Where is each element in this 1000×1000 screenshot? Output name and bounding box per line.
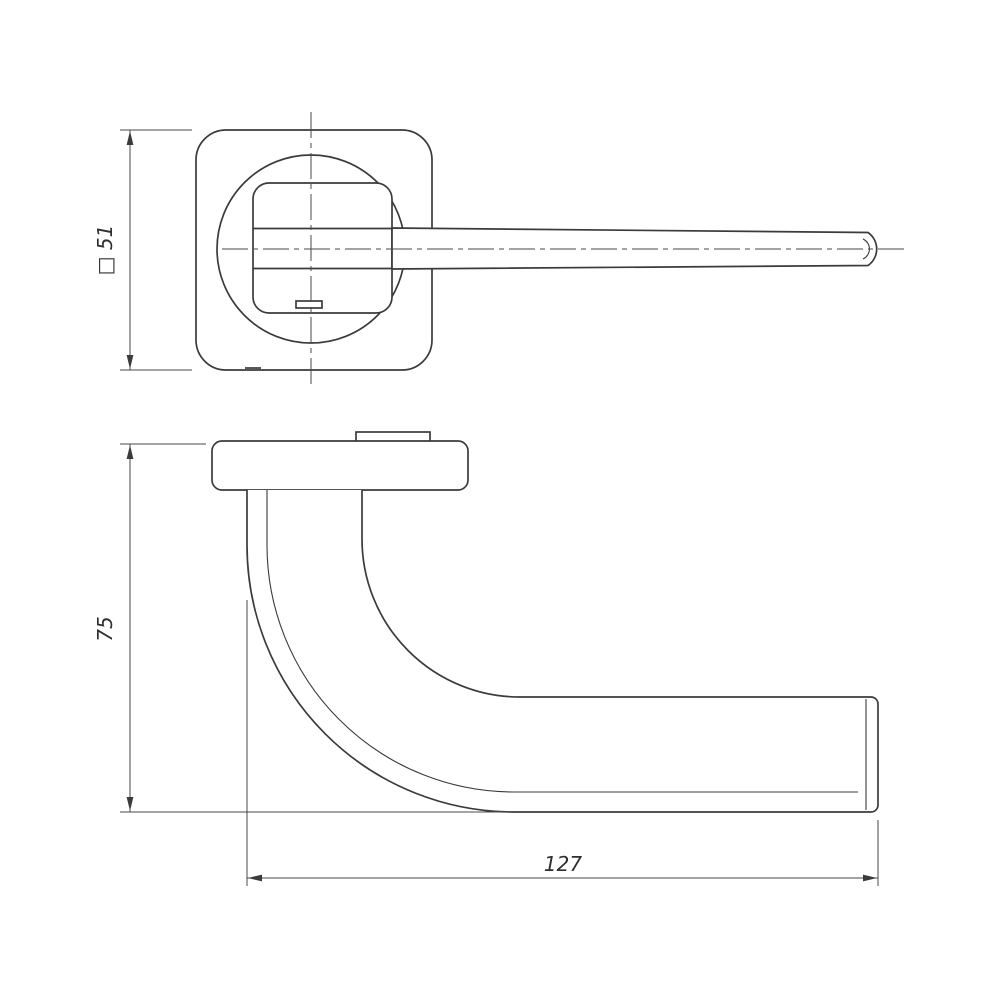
arrowhead-down — [126, 355, 134, 369]
dimension-height: 75 — [93, 443, 508, 813]
lever-side-profile — [246, 490, 879, 813]
arrowhead-left — [248, 874, 262, 882]
rose-size-label: □ 51 — [93, 225, 117, 276]
dimension-length: 127 — [246, 600, 879, 886]
side-view — [211, 431, 879, 813]
arrowhead-up — [126, 445, 134, 459]
arrowhead-up — [126, 131, 134, 145]
front-view — [195, 112, 906, 388]
dimension-rose-size: □ 51 — [93, 129, 192, 371]
hub-screw-notch — [295, 300, 323, 309]
length-label: 127 — [544, 852, 582, 876]
handle-hub — [252, 182, 393, 314]
rose-side-profile — [211, 440, 469, 491]
arrowhead-right — [863, 874, 877, 882]
height-label: 75 — [93, 616, 117, 641]
arrowhead-down — [126, 797, 134, 811]
lever-bend-fillet-line — [266, 490, 515, 793]
